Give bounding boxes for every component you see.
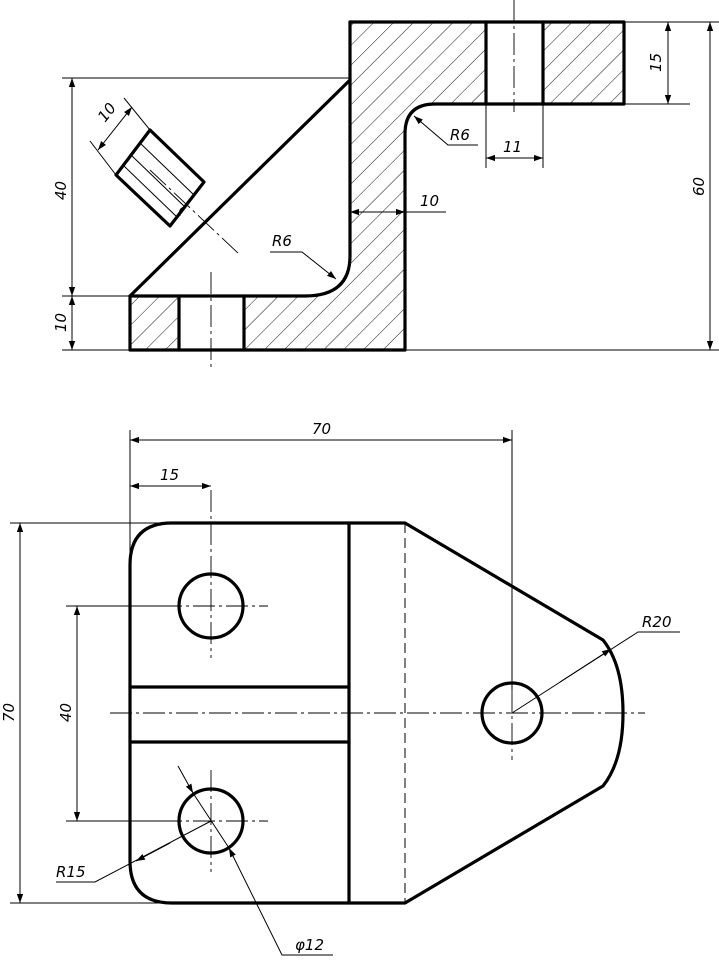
plan-view: 70 15 70 40 R20 xyxy=(0,420,680,956)
dim-hole-spacing-label: 40 xyxy=(57,703,75,722)
dim-rib-height: 40 xyxy=(52,77,350,297)
dim-hole-offset: 15 xyxy=(130,466,211,490)
dim-end-radius: R20 xyxy=(511,613,680,714)
dim-corner-radius: R15 xyxy=(56,820,212,883)
dim-end-radius-label: R20 xyxy=(642,613,672,631)
dim-wall-thickness-label: 10 xyxy=(420,192,439,210)
dim-hole-diameter-label: φ12 xyxy=(295,936,324,954)
dim-total-height: 60 xyxy=(405,21,719,351)
dim-hole-offset-label: 15 xyxy=(160,466,179,484)
dim-inner-fillet-label: R6 xyxy=(450,126,470,144)
dim-total-height-label: 60 xyxy=(690,177,708,196)
dim-hole-diameter: φ12 xyxy=(177,765,333,956)
dim-overall-depth-label: 70 xyxy=(0,703,18,722)
dim-lower-fillet-label: R6 xyxy=(272,232,292,250)
dim-corner-radius-label: R15 xyxy=(56,863,86,881)
section-centerlines xyxy=(149,0,515,370)
dim-inner-fillet: R6 xyxy=(413,115,478,146)
dim-slot-width: 11 xyxy=(485,104,544,168)
section-hatching xyxy=(130,22,624,350)
section-view: 10 15 60 11 R6 xyxy=(52,0,719,370)
dim-overall-width-label: 70 xyxy=(312,420,331,438)
dim-lower-fillet: R6 xyxy=(270,232,337,280)
dim-base-thickness: 10 xyxy=(52,296,130,351)
dim-slot-width-label: 11 xyxy=(503,138,522,156)
dim-aux-width: 10 xyxy=(94,99,120,125)
plan-holes xyxy=(177,572,544,855)
dim-top-height: 15 xyxy=(624,21,690,105)
dim-top-height-label: 15 xyxy=(647,53,665,72)
dim-hole-spacing: 40 xyxy=(57,605,179,822)
plan-centerlines xyxy=(110,490,645,872)
dim-overall-depth: 70 xyxy=(0,522,172,904)
auxiliary-view: 10 xyxy=(89,97,206,228)
dim-base-thickness-label: 10 xyxy=(52,313,70,332)
dim-overall-width: 70 xyxy=(129,420,513,690)
dim-wall-thickness: 10 xyxy=(350,192,446,216)
section-outline xyxy=(128,20,626,352)
dim-rib-height-label: 40 xyxy=(52,181,70,200)
